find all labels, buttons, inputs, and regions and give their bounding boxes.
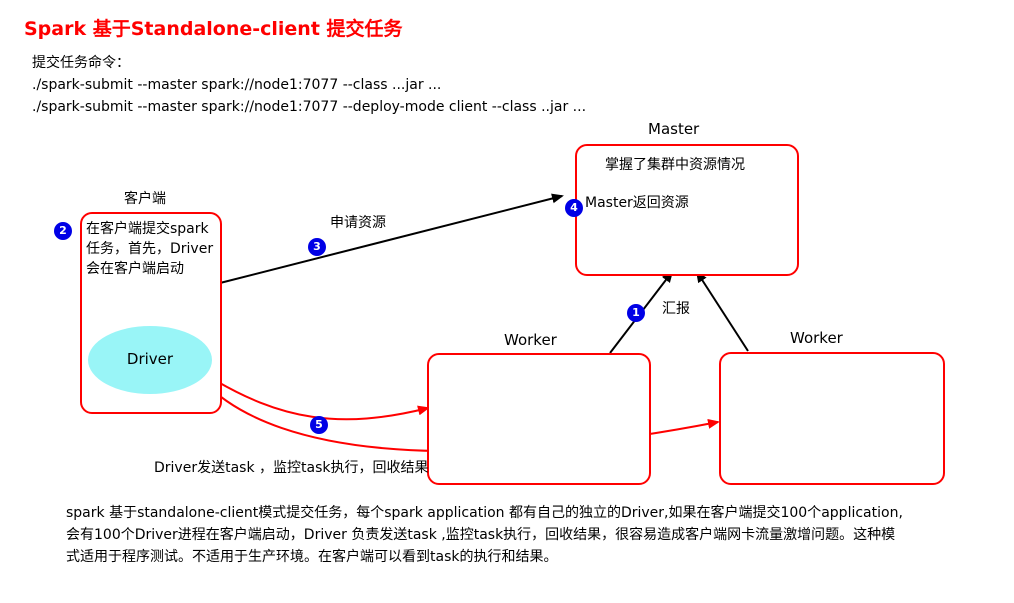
page-title: Spark 基于Standalone-client 提交任务 — [24, 18, 403, 40]
master-text-1: 掌握了集群中资源情况 — [605, 157, 745, 173]
edge-report-worker-2 — [695, 270, 749, 352]
command-line-2: ./spark-submit --master spark://node1:70… — [32, 99, 587, 115]
step-badge-5: 5 — [310, 416, 328, 434]
edge-driver-worker-1 — [206, 374, 430, 421]
mode-description: spark 基于standalone-client模式提交任务，每个spark … — [66, 505, 903, 565]
edge-label-driver-tasks: Driver发送task ，监控task执行，回收结果 — [154, 460, 429, 476]
master-node: 掌握了集群中资源情况 Master返回资源 — [575, 144, 799, 276]
master-text-2: Master返回资源 — [585, 195, 689, 211]
client-description: 在客户端提交spark 任务，首先，Driver会在客户端启动 — [86, 221, 214, 277]
command-block: 提交任务命令： ./spark-submit --master spark://… — [32, 52, 586, 118]
step-badge-3: 3 — [308, 238, 326, 256]
command-line-1: ./spark-submit --master spark://node1:70… — [32, 77, 442, 93]
worker-2-label: Worker — [790, 329, 843, 347]
command-heading: 提交任务命令： — [32, 55, 130, 71]
step-badge-1: 1 — [627, 304, 645, 322]
edge-label-report: 汇报 — [662, 301, 690, 317]
driver-label: Driver — [126, 350, 174, 368]
step-badge-2: 2 — [54, 222, 72, 240]
master-label: Master — [648, 120, 700, 138]
worker-1-label: Worker — [504, 331, 557, 349]
client-label: 客户端 — [124, 191, 166, 207]
worker-1-node — [427, 353, 651, 485]
worker-2-node — [719, 352, 945, 485]
edge-apply-resources — [219, 193, 564, 284]
driver-node: Driver — [88, 326, 212, 394]
edge-label-apply-resources: 申请资源 — [330, 215, 386, 231]
step-badge-4: 4 — [565, 199, 583, 217]
